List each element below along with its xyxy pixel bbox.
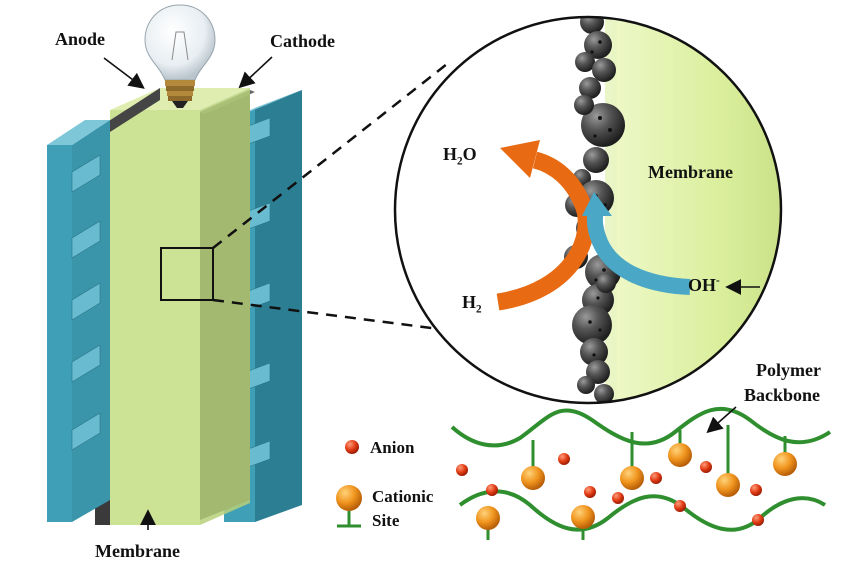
zoom-circle	[393, 15, 783, 405]
anion-label: Anion	[370, 438, 415, 457]
site-label: Site	[372, 511, 400, 530]
polymer-label: Polymer	[756, 360, 821, 380]
legend-anion-symbol	[345, 440, 359, 454]
cathode-label: Cathode	[270, 31, 336, 51]
light-bulb-icon	[144, 4, 216, 108]
cationic-label: Cationic	[372, 487, 434, 506]
cell-stack	[47, 88, 302, 525]
backbone-pointer-arrow-icon	[706, 406, 737, 434]
backbone-label: Backbone	[744, 385, 821, 405]
membrane-zoom-region	[612, 17, 781, 403]
anode-plate	[47, 120, 110, 522]
h2o-arrowhead-icon	[500, 140, 540, 178]
upper-backbone	[450, 406, 832, 448]
zoom-box	[160, 247, 214, 301]
membrane-sheet	[110, 88, 250, 525]
legend-cationic-symbol	[336, 485, 362, 528]
anions	[456, 453, 764, 526]
h2o-label: H2O	[443, 144, 477, 168]
cationic-site-balls	[476, 443, 797, 530]
zoom-line-bottom	[212, 298, 448, 332]
anode-label: Anode	[55, 29, 106, 49]
lower-backbone	[458, 489, 827, 532]
anode-arrow-icon	[103, 57, 145, 89]
oh-label: OH-	[688, 275, 720, 295]
polymer-panel	[336, 406, 832, 540]
membrane-label: Membrane	[95, 541, 180, 561]
zoom-line-top	[212, 63, 448, 249]
oh-arrowhead-icon	[582, 192, 612, 216]
h2-label: H2	[462, 292, 482, 316]
cathode-arrow-icon	[238, 56, 273, 89]
oh-flow-arrow-icon	[586, 208, 691, 295]
membrane-zoom-label: Membrane	[648, 162, 733, 182]
